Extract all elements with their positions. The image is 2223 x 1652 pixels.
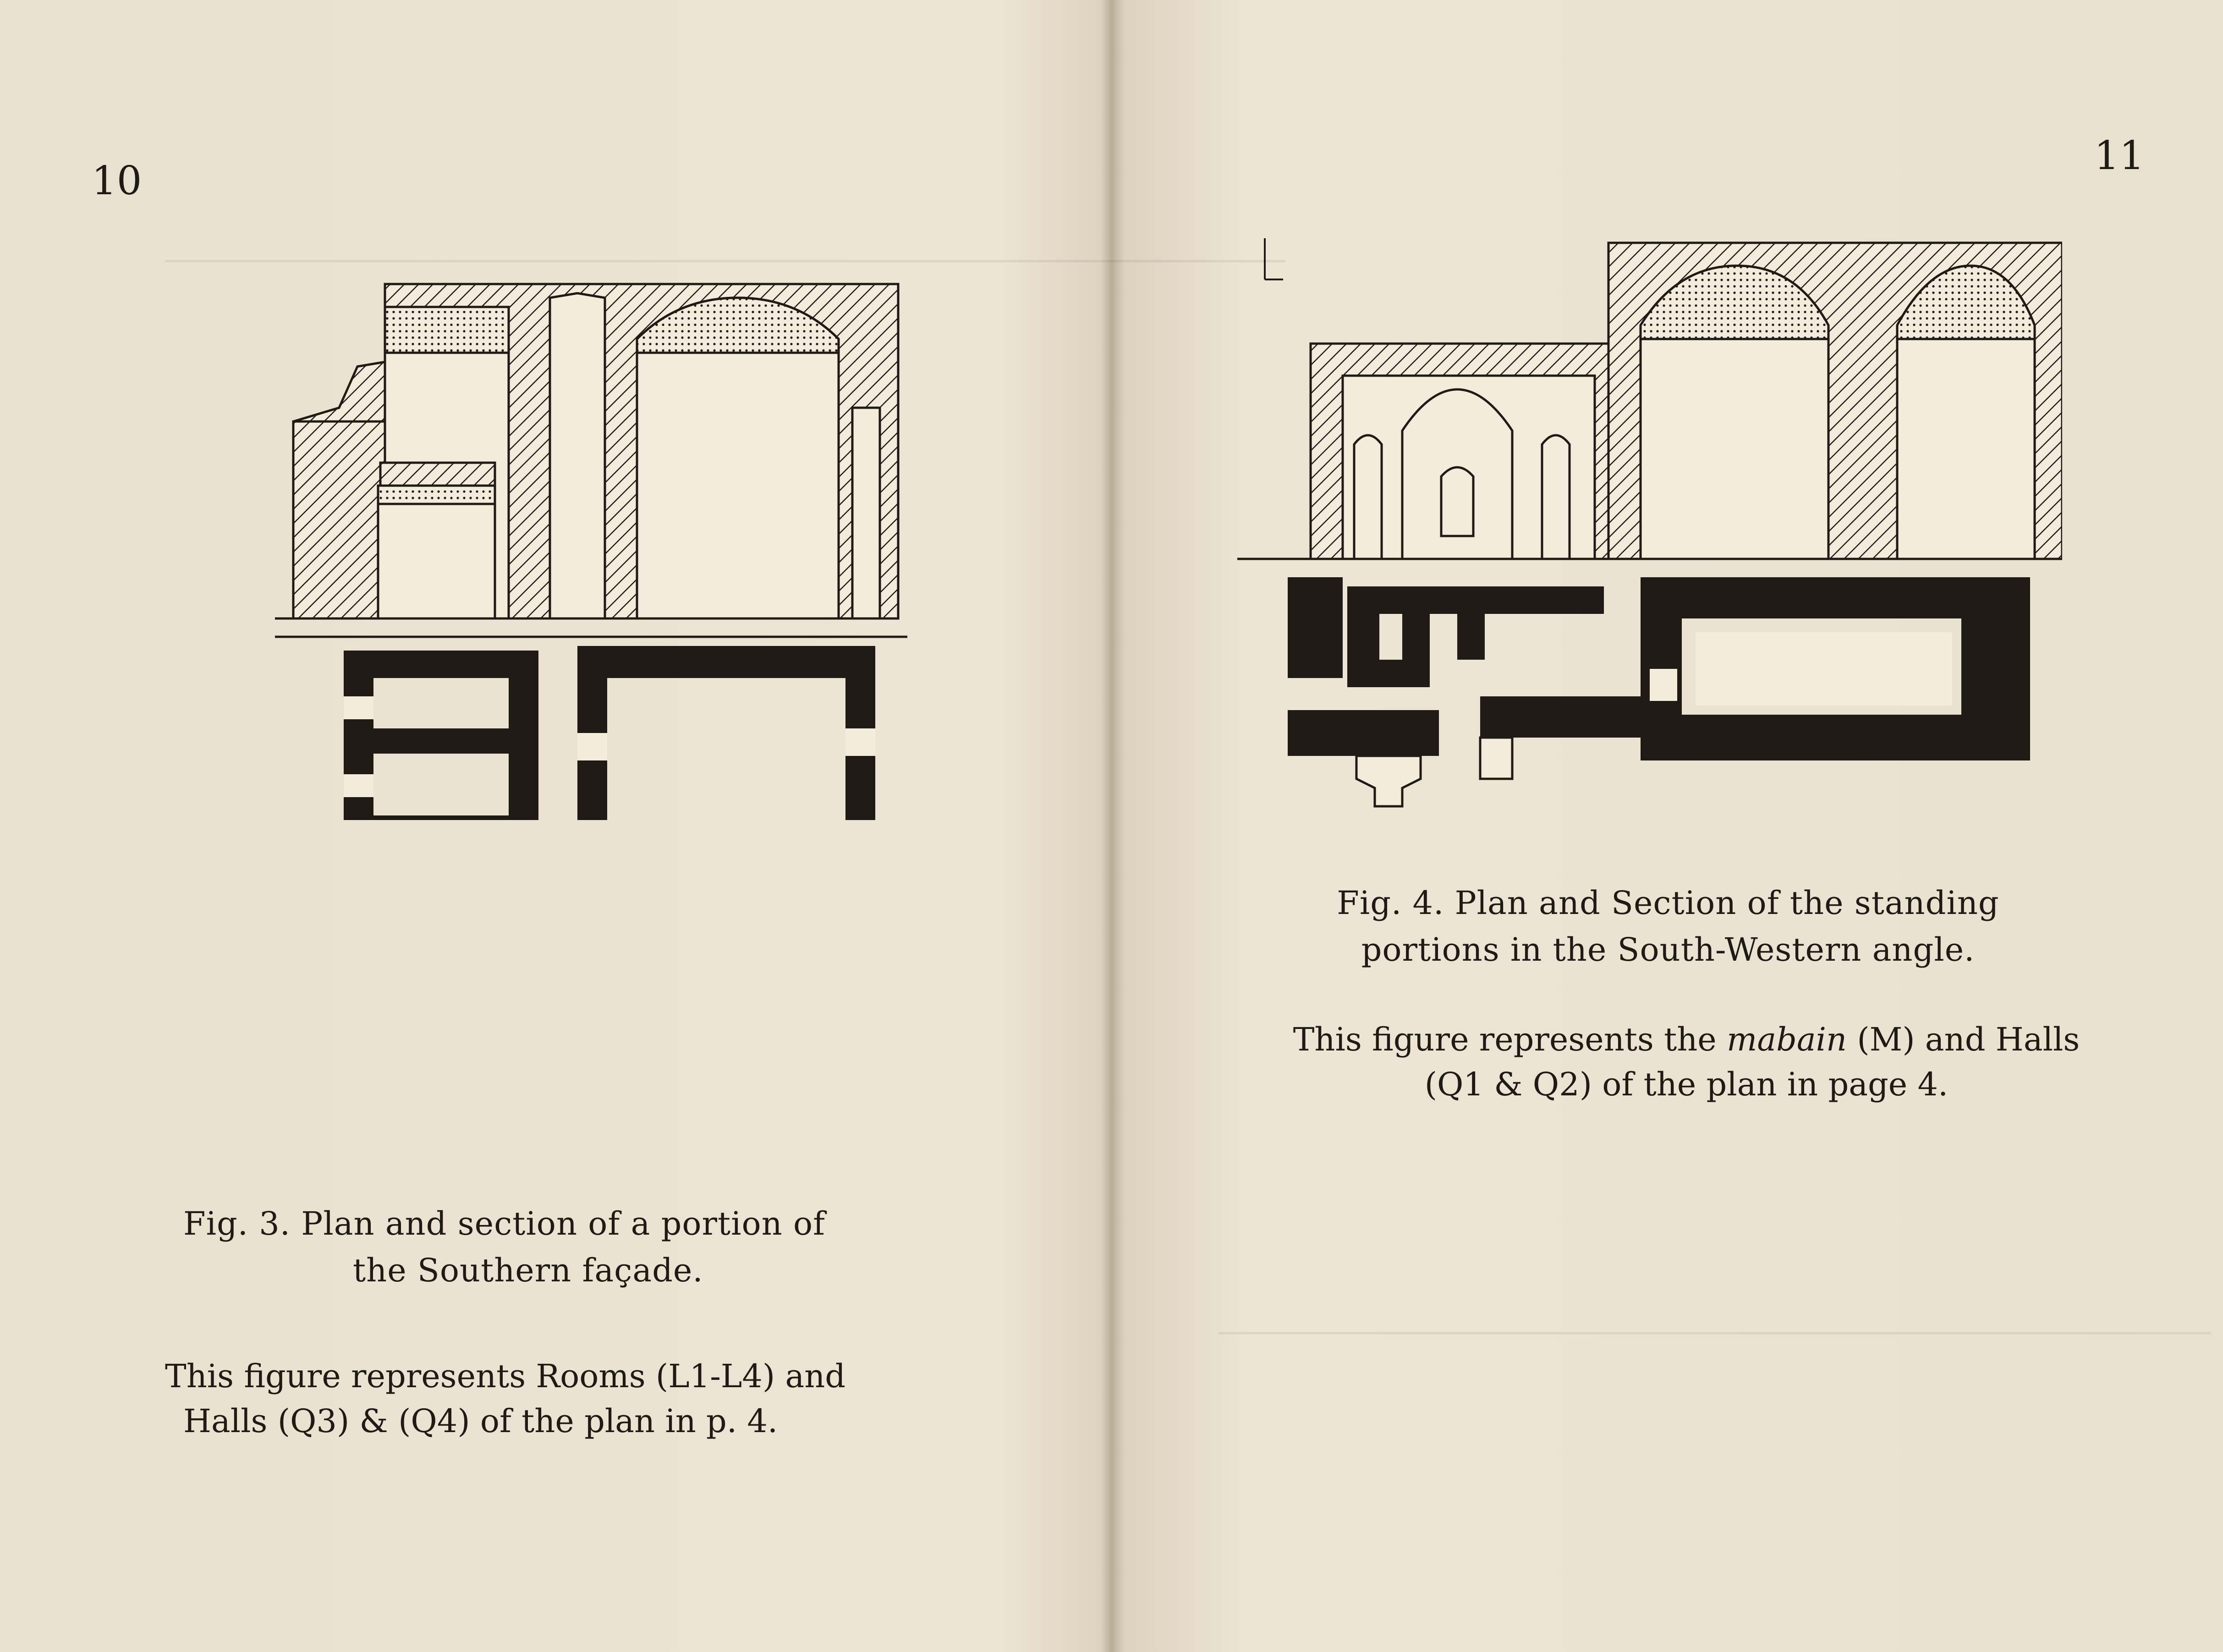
figure-3-caption-line-2: the Southern façade. [353,1252,703,1289]
left-page-number: 10 [92,158,142,204]
show-through-right: ────────────────────────────────────────… [1219,1318,2211,1349]
figure-3-caption: Fig. 3. Plan and section of a portion of… [183,1200,926,1294]
show-through-left: ────────────────────────────────────────… [165,246,1285,277]
figure-4-note-line-2: (Q1 & Q2) of the plan in page 4. [1424,1066,1949,1103]
figure-4-caption-line-1: Fig. 4. Plan and Section of the standing [1337,884,1999,922]
figure-3-drawing [275,283,907,820]
figure-4-note-mabain: mabain [1726,1021,1847,1058]
figure-4-drawing [1237,238,2062,808]
figure-3-note-line-2: Halls (Q3) & (Q4) of the plan in p. 4. [183,1402,778,1440]
figure-4-note: This figure represents the mabain (M) an… [1256,1017,2117,1107]
figure-4-caption: Fig. 4. Plan and Section of the standing… [1274,880,2062,973]
figure-4-caption-line-2: portions in the South-Western angle. [1361,931,1975,968]
figure-3-note: This figure represents Rooms (L1-L4) and… [165,1354,935,1444]
right-page-number: 11 [2094,133,2145,179]
figure-3-note-line-1: This figure represents Rooms (L1-L4) and [165,1357,846,1395]
figure-3-caption-line-1: Fig. 3. Plan and section of a portion of [183,1205,826,1242]
figure-4-note-line-1b: (M) and Halls [1857,1021,2080,1058]
figure-4-note-line-1a: This figure represents the [1293,1021,1717,1058]
